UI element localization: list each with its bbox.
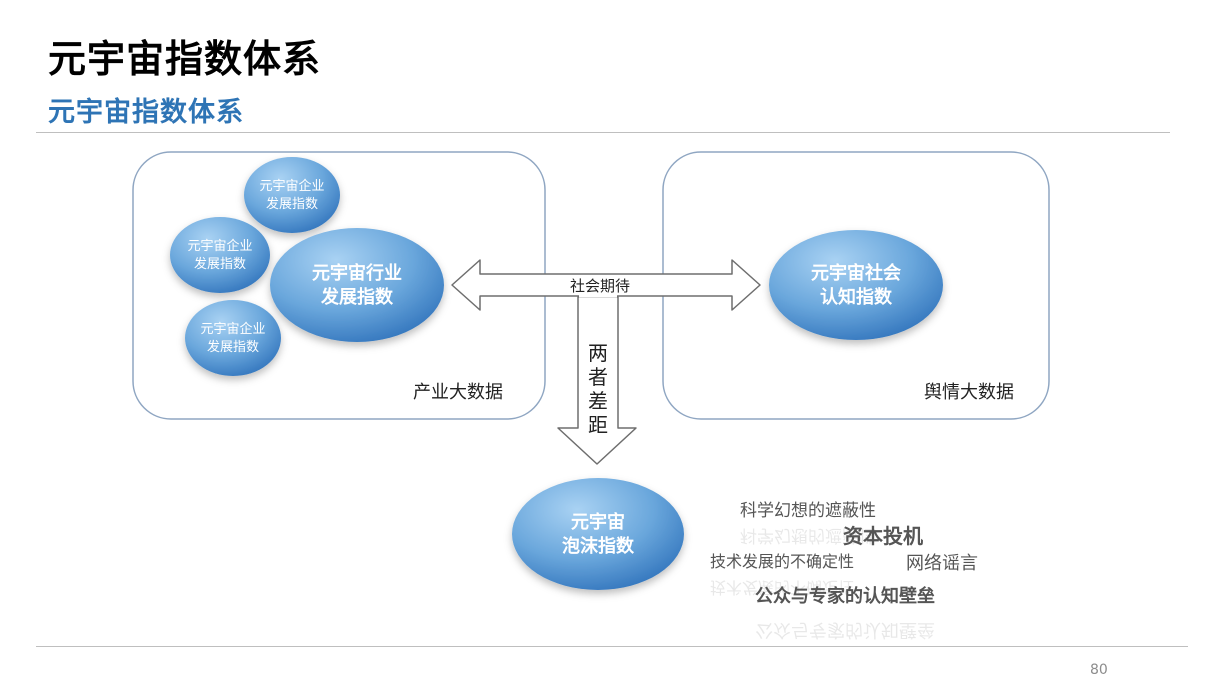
industry-development-index-node: 元宇宙行业 发展指数 [270, 228, 444, 342]
factor-item: 网络谣言 [906, 553, 978, 574]
page-subtitle: 元宇宙指数体系 [48, 97, 244, 128]
svg-text:元宇宙社会: 元宇宙社会 [811, 262, 901, 284]
svg-text:发展指数: 发展指数 [207, 339, 259, 355]
svg-text:元宇宙企业: 元宇宙企业 [259, 178, 324, 194]
svg-text:元宇宙: 元宇宙 [571, 511, 625, 533]
industry-data-label: 产业大数据 [413, 382, 503, 403]
svg-text:元宇宙企业: 元宇宙企业 [200, 321, 265, 337]
top-divider [36, 132, 1170, 133]
gap-label-char-3: 差 [588, 389, 608, 413]
svg-text:技术发展的不确定性: 技术发展的不确定性 [710, 578, 854, 597]
svg-text:泡沫指数: 泡沫指数 [562, 535, 635, 557]
factor-reflections: 科学幻想的遮蔽性 技术发展的不确定性 公众与专家的认知壁垒 [710, 525, 935, 640]
svg-text:发展指数: 发展指数 [320, 286, 394, 308]
svg-text:发展指数: 发展指数 [194, 256, 246, 272]
enterprise-index-node-1: 元宇宙企业 发展指数 [244, 157, 340, 233]
svg-text:科学幻想的遮蔽性: 科学幻想的遮蔽性 [740, 525, 876, 545]
sentiment-data-label: 舆情大数据 [924, 382, 1014, 403]
svg-text:元宇宙行业: 元宇宙行业 [312, 262, 402, 284]
gap-label-char-1: 两 [588, 341, 608, 365]
enterprise-index-node-3: 元宇宙企业 发展指数 [185, 300, 281, 376]
svg-text:公众与专家的认知壁垒: 公众与专家的认知壁垒 [755, 619, 935, 640]
social-expectation-arrow [451, 259, 761, 311]
svg-text:认知指数: 认知指数 [820, 286, 893, 308]
gap-label-char-4: 距 [588, 413, 608, 437]
page-number: 80 [1090, 662, 1108, 678]
factor-item: 资本投机 [843, 524, 923, 548]
enterprise-index-node-2: 元宇宙企业 发展指数 [170, 217, 270, 293]
gap-down-arrow [557, 296, 637, 465]
bubble-index-node: 元宇宙 泡沫指数 [512, 478, 684, 590]
social-expectation-label: 社会期待 [570, 277, 630, 295]
bubble-factors: 科学幻想的遮蔽性 资本投机 技术发展的不确定性 网络谣言 公众与专家的认知壁垒 [710, 501, 978, 607]
social-cognition-index-node: 元宇宙社会 认知指数 [769, 230, 943, 340]
factor-item: 科学幻想的遮蔽性 [740, 501, 876, 521]
gap-label-char-2: 者 [588, 365, 608, 389]
svg-text:发展指数: 发展指数 [266, 196, 318, 212]
bottom-divider [36, 646, 1188, 647]
svg-text:元宇宙企业: 元宇宙企业 [187, 238, 252, 254]
page-title: 元宇宙指数体系 [48, 37, 322, 81]
factor-item: 公众与专家的认知壁垒 [755, 585, 935, 607]
factor-item: 技术发展的不确定性 [710, 552, 854, 571]
